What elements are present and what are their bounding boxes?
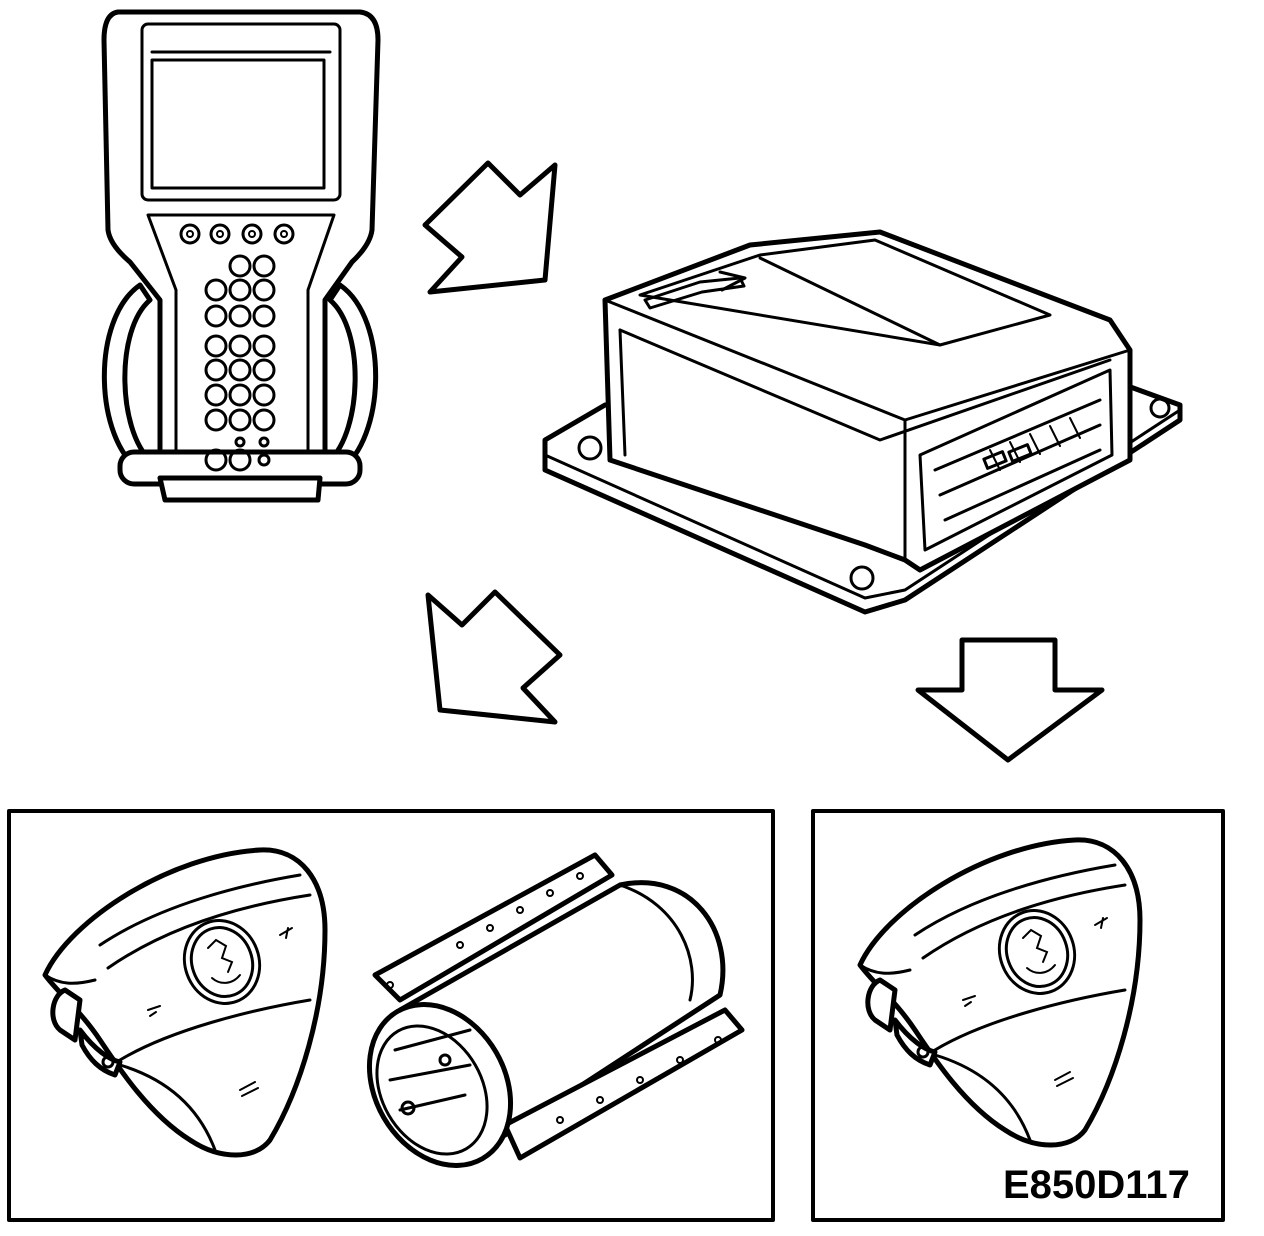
diagnostic-scan-tool-icon bbox=[101, 9, 381, 503]
steering-wheel-airbag-icon-single bbox=[857, 837, 1143, 1148]
passenger-airbag-icon bbox=[366, 852, 745, 1168]
airbag-control-module-icon bbox=[542, 229, 1183, 615]
steering-wheel-airbag-icon bbox=[42, 847, 328, 1158]
figure-reference-code: E850D117 bbox=[1003, 1163, 1190, 1207]
arrow-to-airbag-pair bbox=[425, 589, 563, 725]
arrow-to-single-airbag bbox=[915, 637, 1105, 763]
arrow-to-scan-tool bbox=[422, 160, 558, 295]
